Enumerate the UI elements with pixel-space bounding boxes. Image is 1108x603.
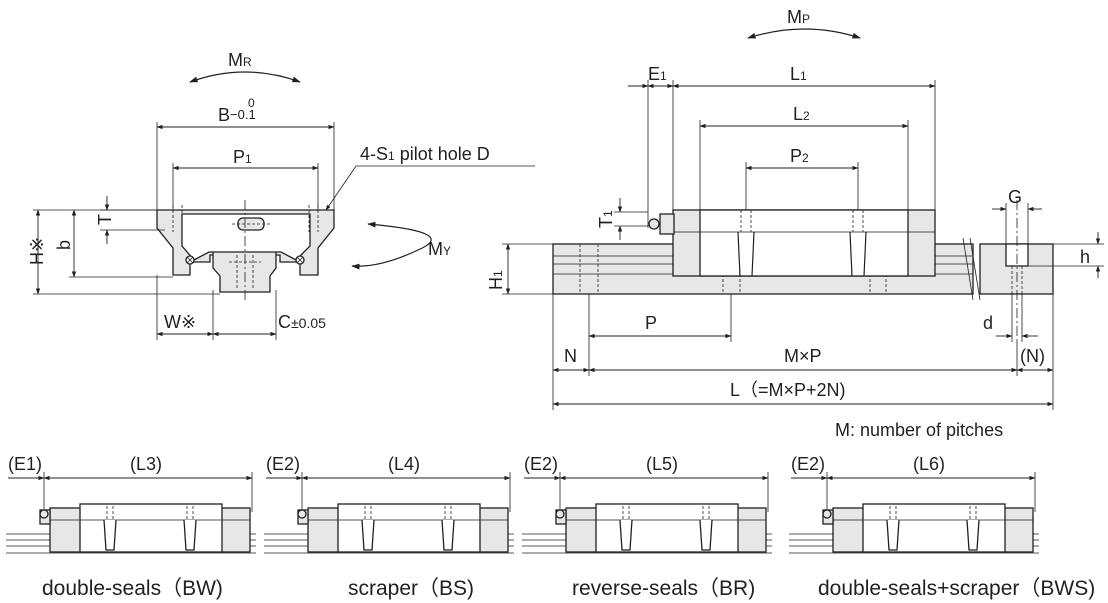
dim-p2-label: P2 (790, 146, 809, 166)
variant-l-label: (L4) (388, 454, 420, 474)
variant-e-label: (E2) (266, 454, 300, 474)
dim-l1-label: L1 (790, 64, 807, 84)
dim-l-total-label: L（=M×P+2N) (730, 380, 846, 400)
dim-n-label: N (564, 346, 577, 366)
moment-y-label: MY (428, 239, 451, 259)
variant-2: (E2) (L4) scraper（BS) (264, 454, 514, 600)
variant-e-label: (E1) (8, 454, 42, 474)
dim-t1-label: T1 (596, 210, 616, 228)
dim-c-label: C±0.05 (278, 312, 326, 332)
dim-t-label: T (95, 214, 115, 225)
variant-caption: scraper（BS) (348, 577, 474, 600)
moment-p-arrow (747, 28, 861, 39)
moment-r-arrow (189, 71, 301, 83)
variant-1: (E1) (L3) double-seals（BW) (6, 454, 256, 600)
dim-w-label: W※ (164, 312, 196, 332)
variant-3: (E2) (L5) reverse-seals（BR) (522, 454, 772, 600)
pilot-hole-label: 4-S1 pilot hole D (360, 144, 490, 164)
front-view: MR B−0.1 0 P1 4-S1 pilot hole D (27, 50, 535, 340)
width-b-label: B−0.1 (218, 105, 256, 125)
variant-caption: reverse-seals（BR) (572, 577, 755, 600)
dim-h-label: H※ (27, 237, 47, 265)
side-view: MP E1 L1 L2 P2 T1 (486, 7, 1104, 440)
dim-b-small-label: b (54, 240, 74, 250)
moment-r-label: MR (228, 50, 252, 70)
rail-profile (212, 244, 277, 293)
dim-n-paren-label: (N) (1020, 346, 1045, 366)
dim-e1-label: E1 (648, 64, 667, 84)
variant-l-label: (L6) (913, 454, 945, 474)
variant-e-label: (E2) (524, 454, 558, 474)
moment-y-arrow (351, 221, 432, 270)
dim-p-label: P (645, 313, 657, 333)
grease-nipple (648, 218, 660, 230)
seal-variants: (E1) (L3) double-seals（BW) (E2) (L4) scraper（… (6, 454, 1095, 600)
variant-caption: double-seals（BW) (42, 577, 223, 600)
variant-l-label: (L3) (130, 454, 162, 474)
pitch-note: M: number of pitches (835, 420, 1003, 440)
moment-p-label: MP (787, 7, 810, 27)
dim-l2-label: L2 (793, 104, 810, 124)
width-b-upper-tol: 0 (248, 96, 255, 110)
dim-d-label: d (983, 313, 993, 333)
dim-g-label: G (1008, 187, 1022, 207)
dim-h1-label: H1 (486, 270, 506, 290)
pitch-p1-label: P1 (233, 147, 252, 167)
variant-l-label: (L5) (646, 454, 678, 474)
variant-caption: double-seals+scraper（BWS) (818, 577, 1095, 600)
variant-e-label: (E2) (791, 454, 825, 474)
variant-4: (E2) (L6) double-seals+scraper（BWS) (789, 454, 1095, 600)
dim-h-small-label: h (1080, 247, 1090, 267)
pilot-hole-leader (325, 165, 535, 211)
dim-mxp-label: M×P (784, 346, 822, 366)
